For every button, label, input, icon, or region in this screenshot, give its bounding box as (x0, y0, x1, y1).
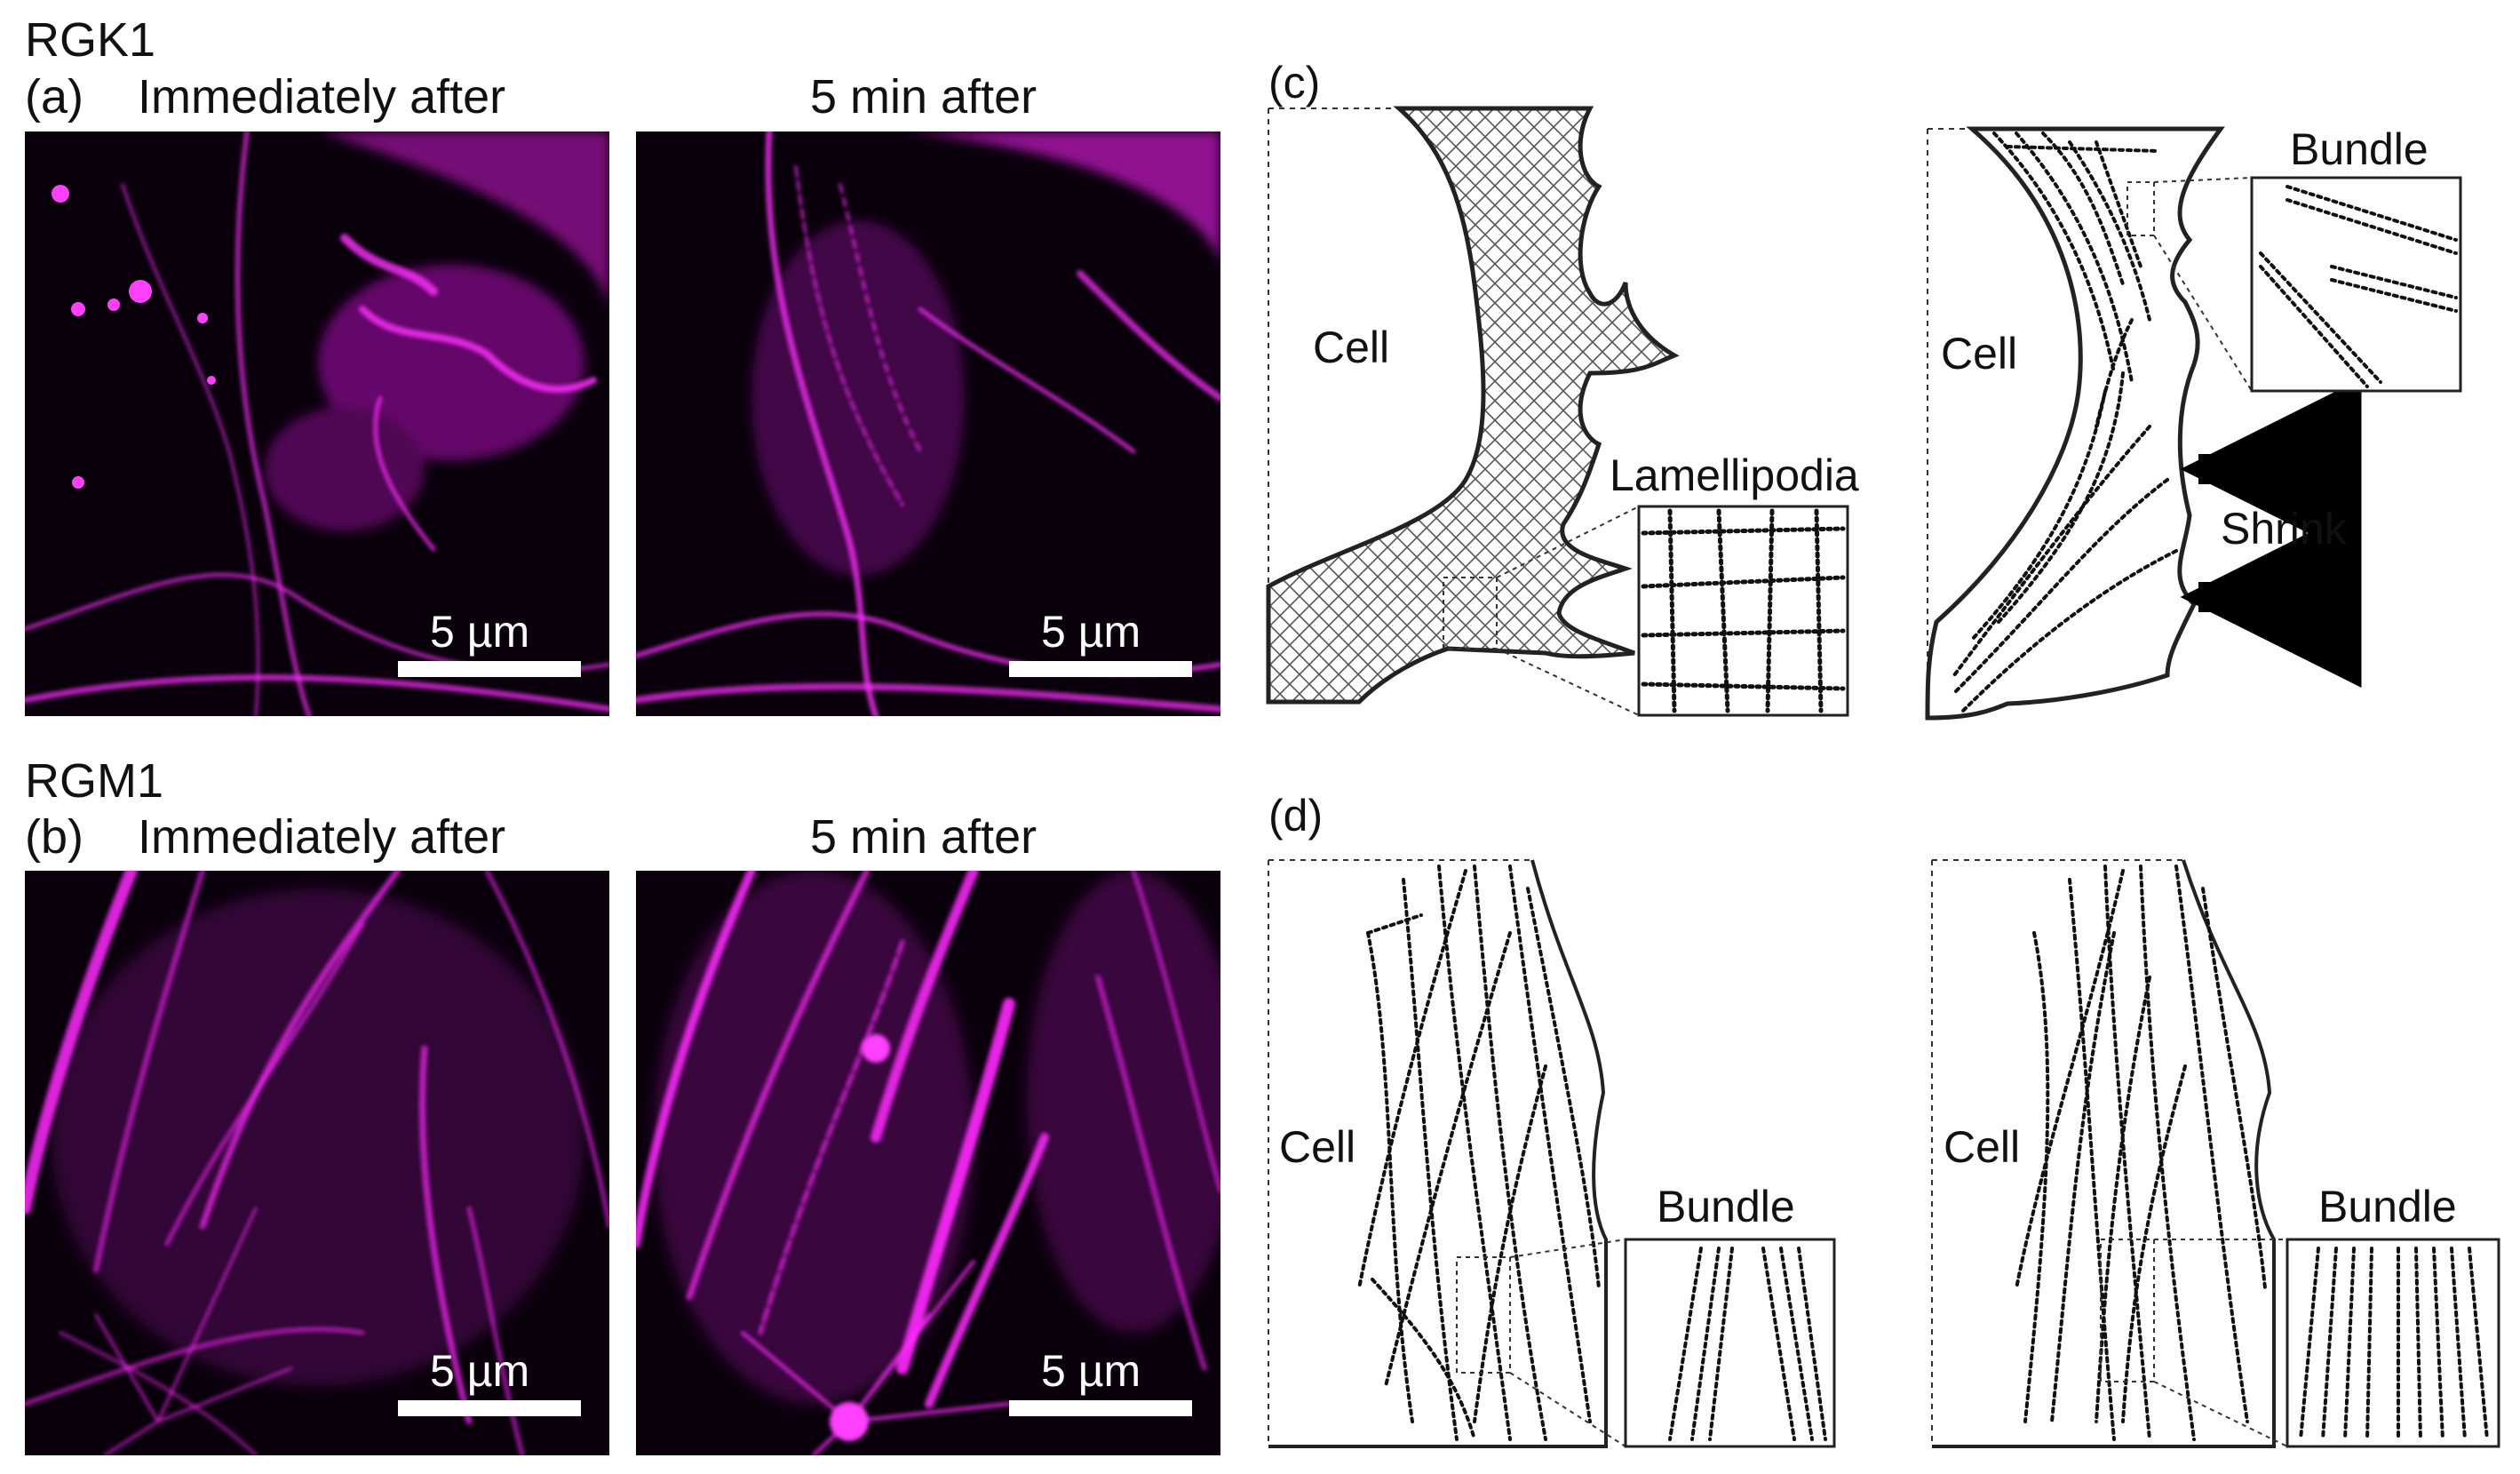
micrograph-rgm1-immediately-image (25, 871, 609, 1455)
scale-bar-label: 5 µm (430, 607, 530, 657)
cell-with-fibers-right (1931, 859, 2288, 1448)
scale-bar-label: 5 µm (1041, 607, 1141, 657)
cell-label: Cell (1941, 329, 2017, 378)
bundle-inset-c (2250, 176, 2462, 393)
panel-letter-a: (a) (25, 70, 83, 123)
cell-label: Cell (1313, 323, 1389, 372)
group-label-rgk1: RGK1 (25, 13, 156, 67)
inset-label-bundle: Bundle (1657, 1182, 1795, 1231)
panel-letter-d: (d) (1268, 791, 1323, 841)
scale-bar (398, 661, 581, 677)
scale-bar-label: 5 µm (1041, 1346, 1141, 1396)
micrograph-rgk1-5min: 5 µm (636, 131, 1220, 716)
micrograph-rgk1-immediately: 5 µm (25, 131, 609, 716)
panel-letter-b: (b) (25, 810, 83, 864)
micrograph-rgk1-immediately-image (25, 131, 609, 716)
cell-with-lamellipodia (1266, 106, 1680, 716)
cell-with-bundles (1925, 126, 2362, 721)
micrograph-rgk1-5min-image (636, 131, 1220, 716)
lamellipodia-inset (1637, 505, 1849, 717)
micrograph-rgm1-5min: 5 µm (636, 871, 1220, 1455)
scale-bar (1009, 1400, 1192, 1416)
scale-bar-label: 5 µm (430, 1346, 530, 1396)
micrograph-rgm1-immediately: 5 µm (25, 871, 609, 1455)
panel-a-right-title: 5 min after (810, 70, 1037, 123)
inset-label-lamellipodia: Lamellipodia (1610, 450, 1859, 500)
cell-label: Cell (1279, 1122, 1355, 1172)
scale-bar (398, 1400, 581, 1416)
panel-b-left-title: Immediately after (138, 810, 506, 864)
scale-bar (1009, 661, 1192, 677)
inset-label-bundle: Bundle (2290, 124, 2429, 174)
micrograph-rgm1-5min-image (636, 871, 1220, 1455)
inset-label-bundle: Bundle (2318, 1182, 2457, 1231)
panel-b-right-title: 5 min after (810, 810, 1037, 864)
bundle-inset-d-right (2285, 1238, 2500, 1448)
cell-label: Cell (1944, 1122, 2020, 1172)
shrink-label: Shrink (2221, 504, 2348, 554)
group-label-rgm1: RGM1 (25, 754, 164, 808)
panel-letter-c: (c) (1268, 58, 1320, 108)
cell-with-fibers-left (1268, 859, 1626, 1448)
panel-a-left-title: Immediately after (138, 70, 506, 123)
bundle-inset-d-left (1624, 1238, 1836, 1448)
